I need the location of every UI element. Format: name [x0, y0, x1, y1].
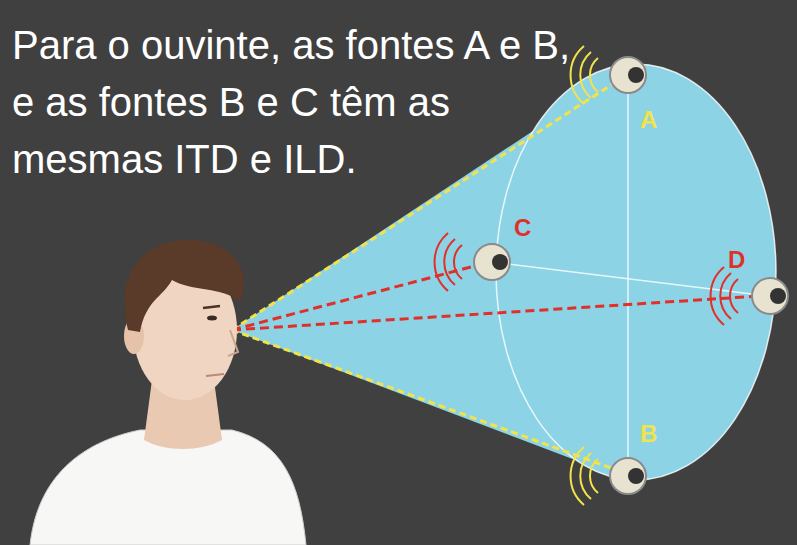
source-label: D — [728, 246, 745, 275]
path-to-c — [232, 263, 486, 330]
vertical-axis — [627, 68, 629, 478]
speaker-b — [571, 447, 646, 505]
speaker-d — [711, 267, 788, 325]
path-to-d — [232, 296, 760, 330]
source-label: B — [640, 420, 657, 449]
speaker-a — [571, 46, 646, 104]
cone-rim — [496, 64, 776, 480]
listener-head — [30, 240, 306, 545]
path-to-b — [232, 330, 622, 472]
source-label: A — [640, 106, 657, 135]
cone-base — [496, 64, 776, 480]
speaker-c — [435, 233, 510, 291]
source-label: C — [514, 214, 531, 243]
note-text: Para o ouvinte, as fontes A e B, e as fo… — [12, 17, 592, 188]
